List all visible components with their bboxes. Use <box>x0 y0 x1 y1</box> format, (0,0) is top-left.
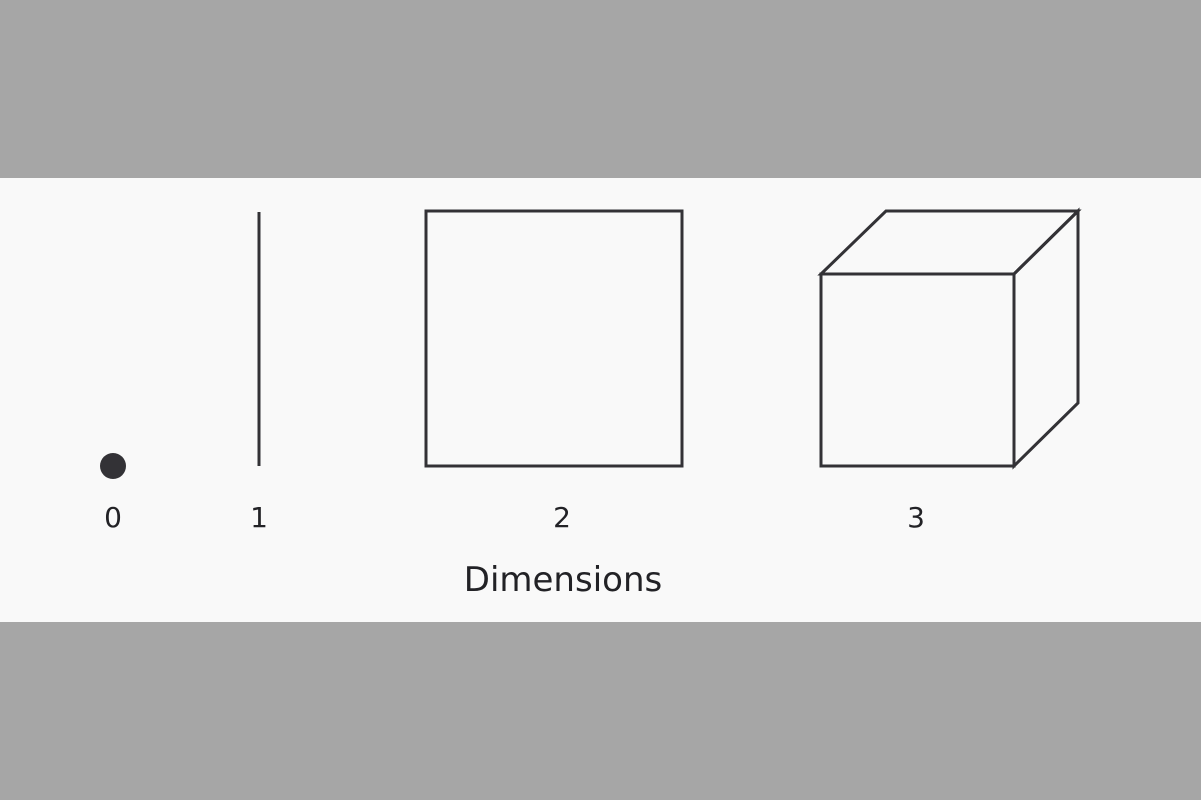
dimension-label-0: 0 <box>104 501 122 534</box>
cube-top-face <box>817 209 1082 276</box>
dimensions-diagram: 0 1 2 3 Dimensions <box>100 207 1082 600</box>
cube-front-face <box>819 272 1016 468</box>
cube-side-face <box>1012 207 1080 470</box>
dimension-label-1: 1 <box>250 501 268 534</box>
bottom-gray-band <box>0 622 1201 800</box>
diagram-caption: Dimensions <box>464 560 662 600</box>
point-figure <box>100 453 126 479</box>
square-figure <box>424 209 684 468</box>
diagram-panel: 0 1 2 3 Dimensions <box>0 178 1201 622</box>
top-gray-band <box>0 0 1201 178</box>
cube-figure <box>817 207 1082 470</box>
dimension-label-3: 3 <box>907 501 925 534</box>
dimension-label-2: 2 <box>553 501 571 534</box>
